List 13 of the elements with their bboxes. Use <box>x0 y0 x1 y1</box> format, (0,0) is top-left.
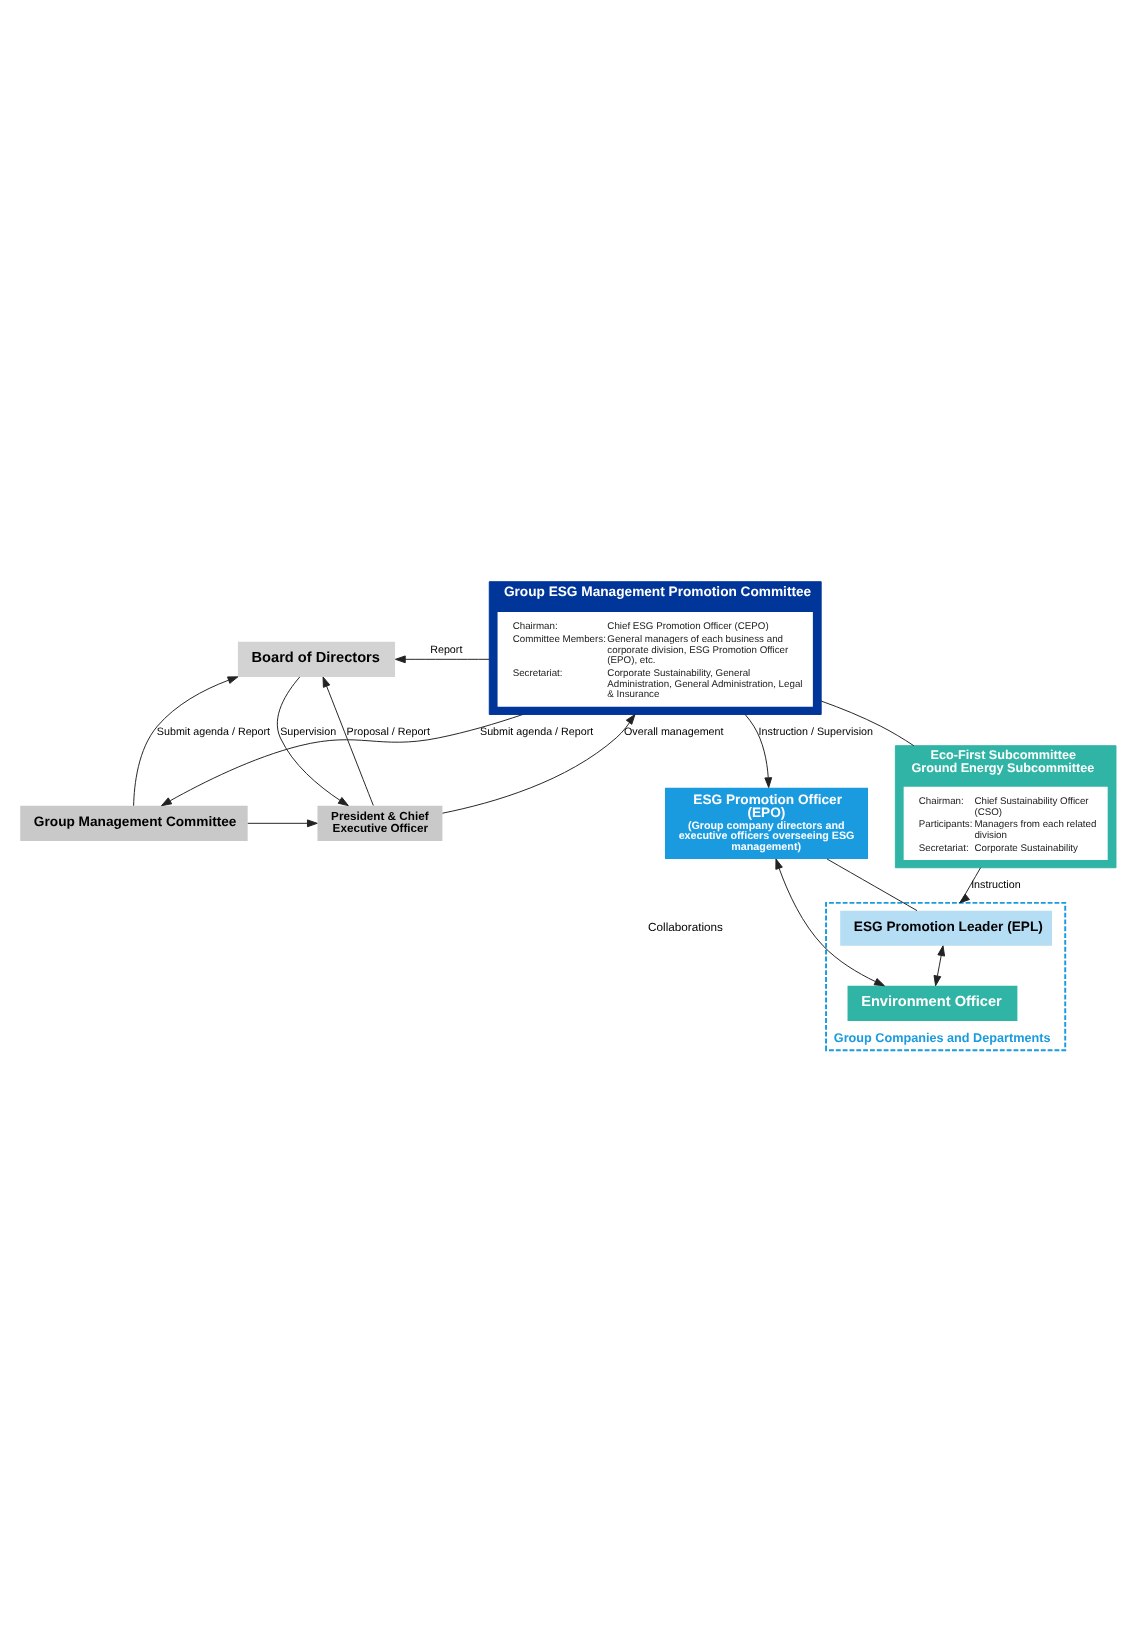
arrow <box>276 675 349 806</box>
connector <box>826 857 918 911</box>
arrow <box>322 675 374 805</box>
arrow <box>775 857 885 986</box>
arrow <box>959 866 982 903</box>
arrow <box>442 713 636 813</box>
arrow <box>395 654 490 663</box>
arrow <box>744 713 773 787</box>
arrow <box>161 713 524 806</box>
arrow <box>247 818 318 827</box>
connector <box>820 699 915 746</box>
arrow <box>133 675 239 806</box>
arrow <box>933 944 946 986</box>
